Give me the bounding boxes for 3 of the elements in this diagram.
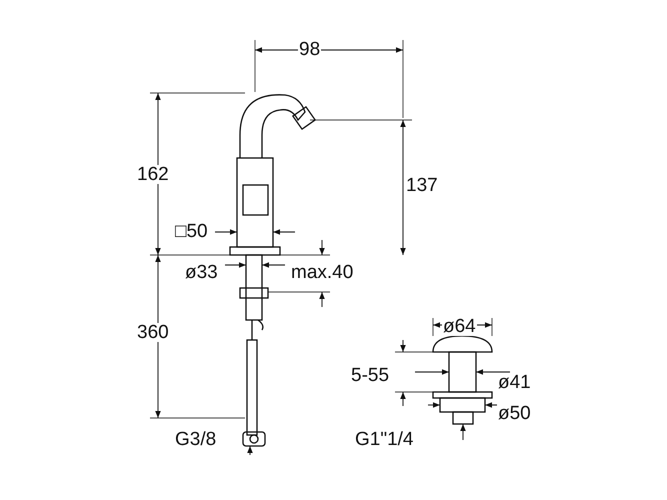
dimension-label: 162 xyxy=(136,165,170,184)
dimension-label: 360 xyxy=(136,323,170,342)
dimension-label: ø64 xyxy=(442,317,477,336)
